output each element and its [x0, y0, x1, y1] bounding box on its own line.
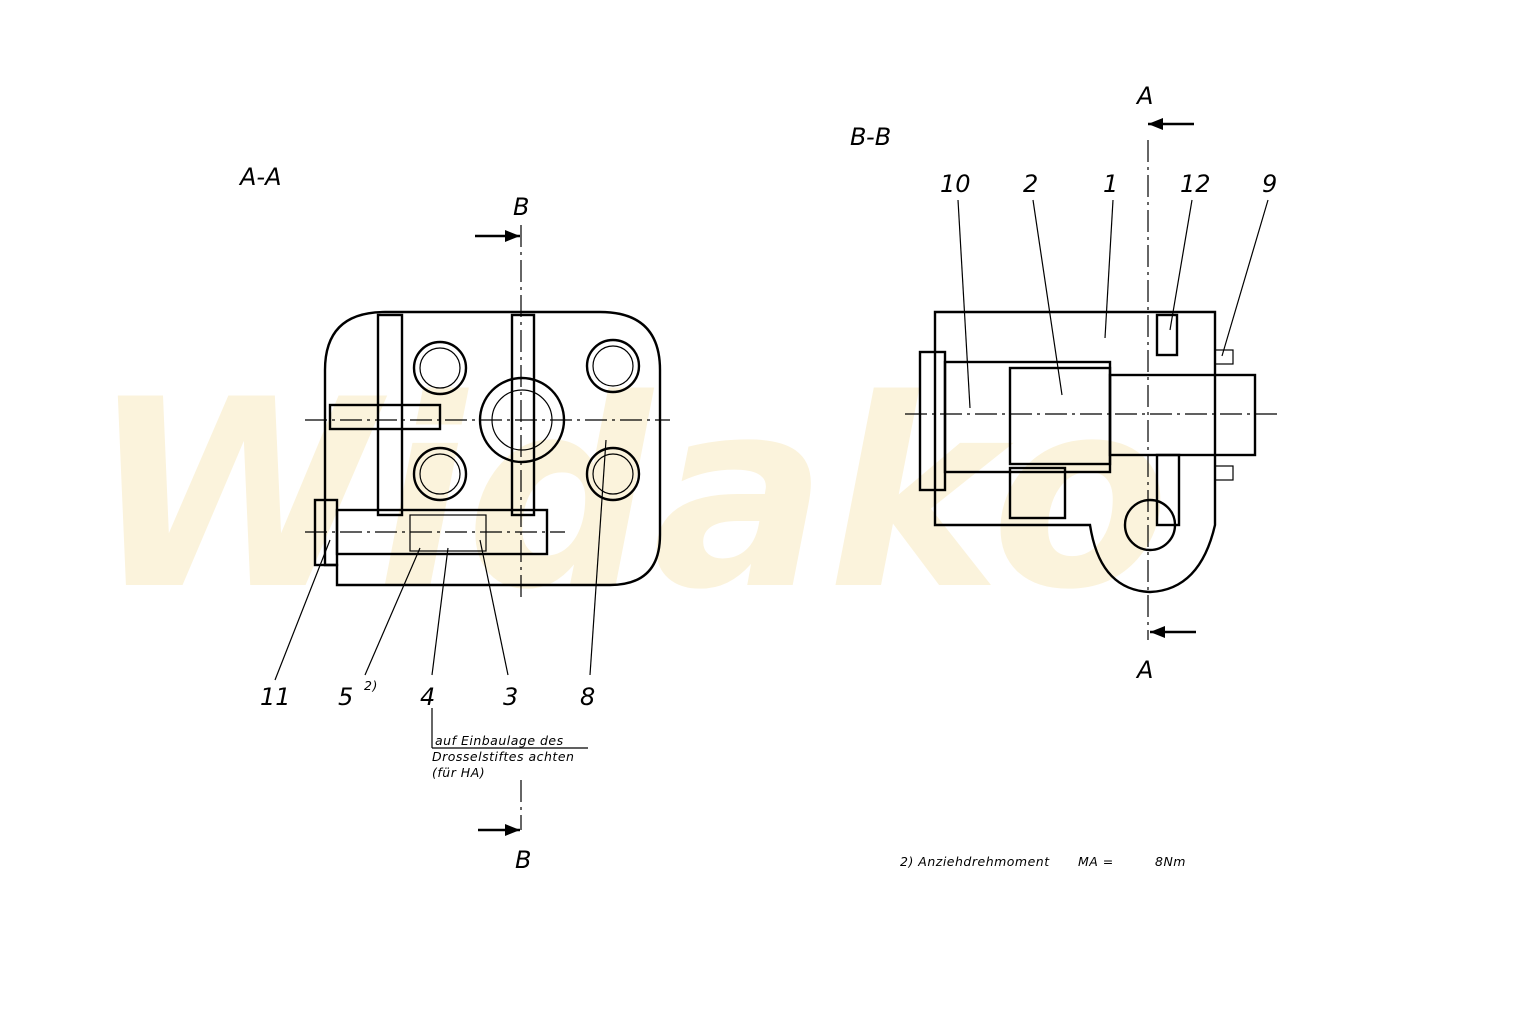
watermark: Widako	[90, 345, 1170, 647]
leader-lines	[274, 439, 607, 749]
note-line-3: (für HA)	[432, 765, 485, 780]
bores-and-passages-b	[918, 313, 1257, 552]
view-title-b-b: B-B	[850, 123, 891, 151]
arrowhead	[505, 824, 520, 836]
callout-5: 5	[338, 683, 353, 711]
callout-9: 9	[1262, 170, 1277, 198]
arrowhead	[505, 230, 520, 242]
section-view-a-a: A-A B B	[238, 163, 670, 874]
bores-and-passages	[313, 313, 641, 567]
cut-label-a-bottom: A	[1135, 656, 1153, 684]
callout-3: 3	[503, 683, 518, 711]
callout-4: 4	[420, 683, 435, 711]
callout-5-superscript: 2)	[364, 678, 378, 693]
housing-body-b	[933, 310, 1217, 594]
view-title-a-a: A-A	[238, 163, 282, 191]
callout-2: 2	[1023, 170, 1038, 198]
callout-8: 8	[580, 683, 595, 711]
cut-label-b-bottom: B	[515, 846, 531, 874]
note-line-1: auf Einbaulage des	[435, 733, 564, 748]
callout-10: 10	[940, 170, 971, 198]
callout-12: 12	[1180, 170, 1211, 198]
footnote: 2) Anziehdrehmoment MA = 8Nm	[900, 854, 1186, 869]
footnote-text: 2) Anziehdrehmoment	[900, 854, 1050, 869]
section-view-b-b: B-B A A 10 2	[850, 82, 1280, 684]
callout-11: 11	[260, 683, 291, 711]
arrowhead	[1150, 626, 1165, 638]
housing-body	[323, 310, 662, 587]
note-line-2: Drosselstiftes achten	[432, 749, 574, 764]
callout-1: 1	[1103, 170, 1118, 198]
leader-lines-b	[957, 199, 1269, 409]
footnote-value: 8Nm	[1155, 854, 1186, 869]
seal-ring	[1214, 349, 1234, 481]
cut-label-a-top: A	[1135, 82, 1153, 110]
arrowhead	[1148, 118, 1163, 130]
cut-label-b-top: B	[513, 193, 529, 221]
footnote-symbol: MA =	[1078, 854, 1114, 869]
